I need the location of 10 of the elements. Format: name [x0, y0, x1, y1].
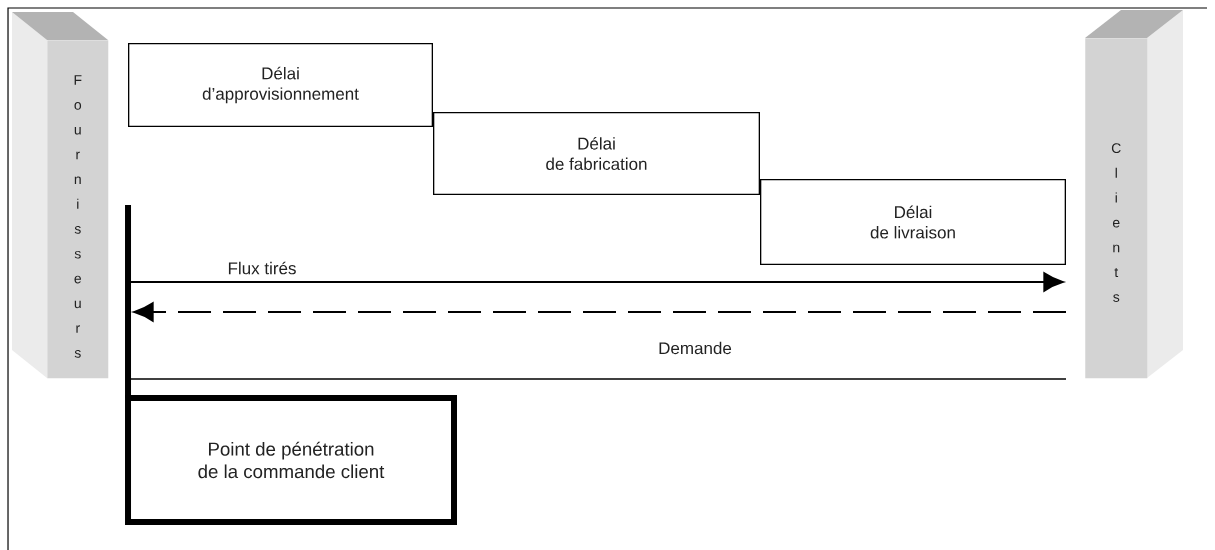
arrow — [131, 272, 1064, 292]
edge-label: Flux tirés — [225, 259, 299, 277]
pillar: Fournisseurs — [12, 12, 109, 379]
dashed-arrow — [133, 302, 1066, 322]
lead-time-box: Délai de fabrication — [433, 112, 760, 195]
order-point-box: Point de pénétration de la commande client — [125, 395, 457, 525]
text-label: Demande — [659, 341, 732, 355]
lead-time-box: Délai d’approvisionnement — [128, 43, 433, 127]
lead-time-box: Délai de livraison — [760, 179, 1066, 265]
pillar: Clients — [1085, 10, 1183, 379]
